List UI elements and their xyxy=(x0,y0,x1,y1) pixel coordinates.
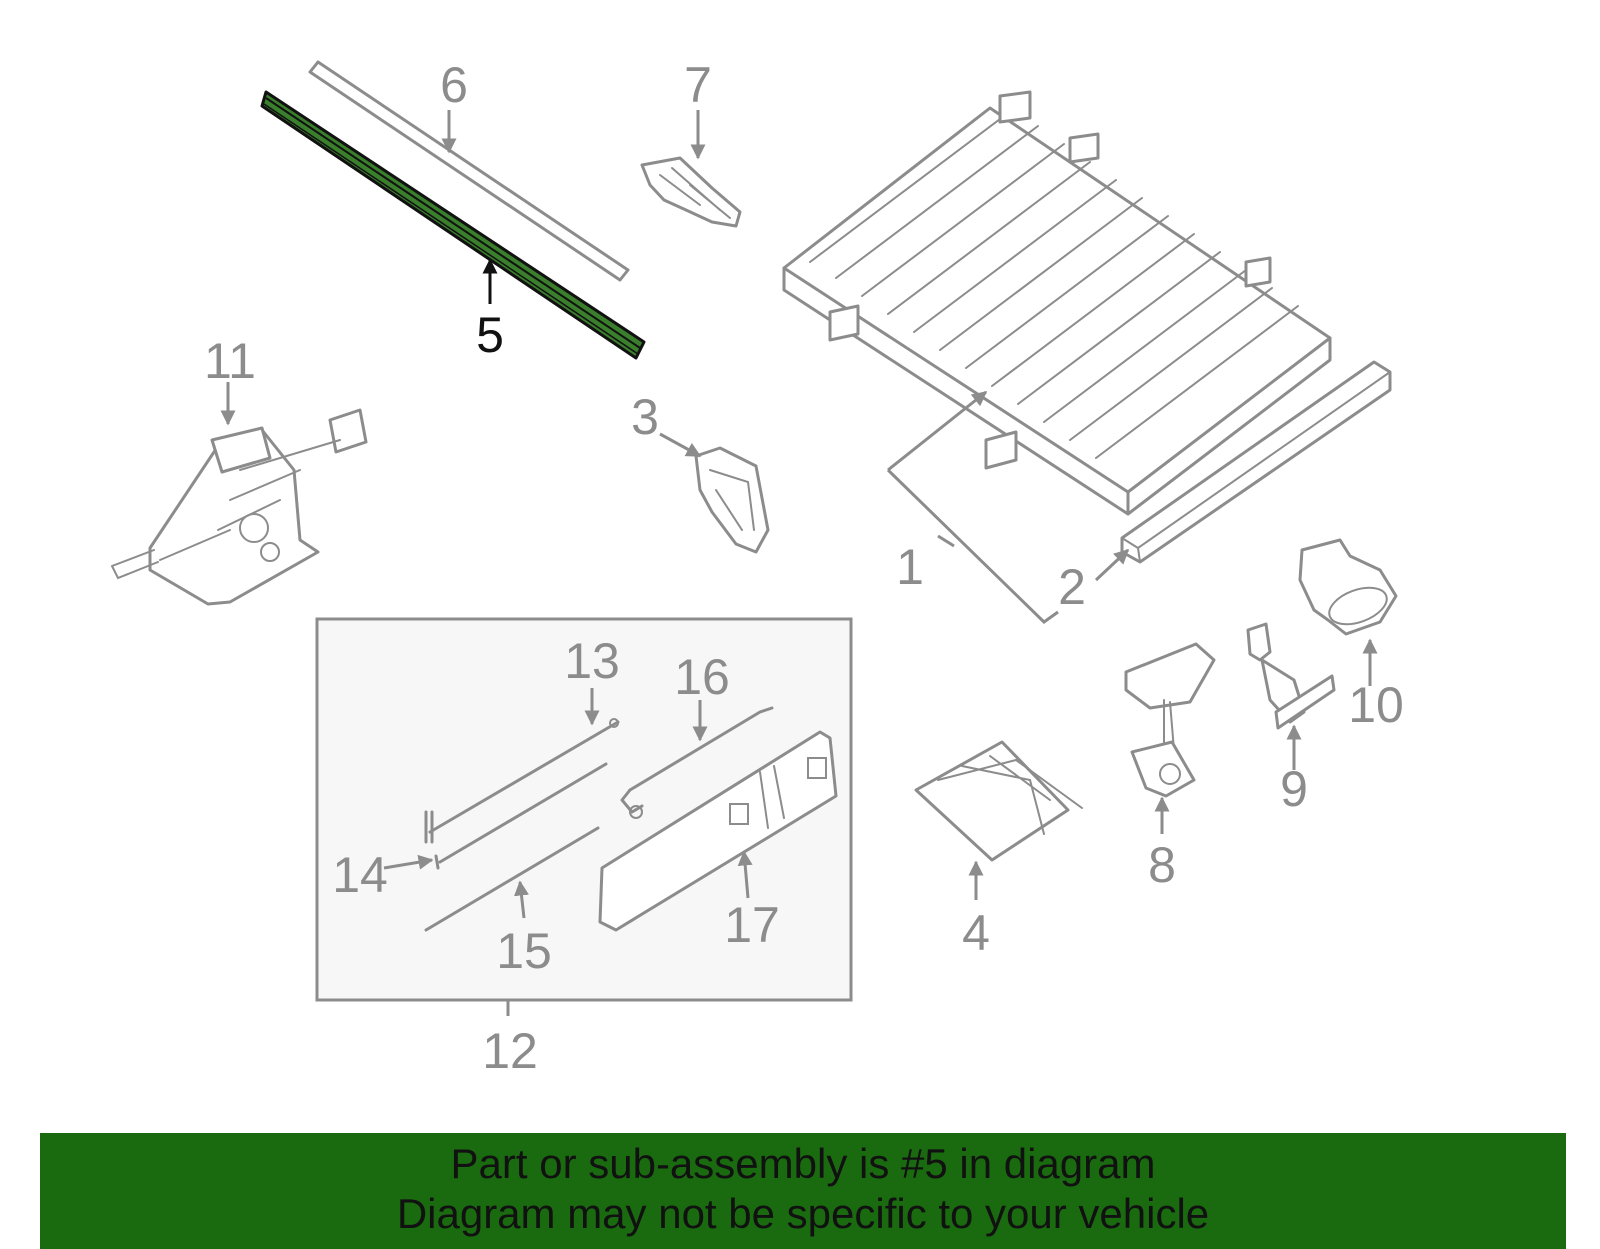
part-8-carrier[interactable] xyxy=(1124,642,1216,798)
part-9-spindle[interactable] xyxy=(1246,622,1336,730)
callout-11: 11 xyxy=(204,333,256,389)
part-7-bracket[interactable] xyxy=(640,156,742,228)
callout-13: 13 xyxy=(564,633,620,689)
part-5-highlighted-strip[interactable] xyxy=(260,90,646,360)
callout-17: 17 xyxy=(724,897,780,953)
callout-8: 8 xyxy=(1148,837,1176,893)
callout-9: 9 xyxy=(1280,761,1308,817)
leader-lines xyxy=(220,110,1378,1016)
part-10-mount[interactable] xyxy=(1298,538,1398,636)
part-11-jack[interactable] xyxy=(111,408,368,606)
callout-12: 12 xyxy=(482,1023,538,1079)
part-13-rod[interactable] xyxy=(424,718,620,844)
part-4-shield[interactable] xyxy=(914,740,1083,862)
part-6-strip[interactable] xyxy=(308,60,630,282)
callout-4: 4 xyxy=(962,905,990,961)
callout-7: 7 xyxy=(684,57,712,113)
callout-numbers: 1 2 3 4 5 6 7 8 9 10 11 12 13 14 15 16 1… xyxy=(204,57,1404,1079)
callout-14: 14 xyxy=(332,847,388,903)
part-17-tool-bag[interactable] xyxy=(598,730,838,932)
banner-disclaimer: Diagram may not be specific to your vehi… xyxy=(396,1190,1210,1237)
part-1-bed-floor[interactable] xyxy=(782,90,1332,516)
callout-1: 1 xyxy=(896,539,924,595)
callout-10: 10 xyxy=(1348,677,1404,733)
callout-2: 2 xyxy=(1058,559,1086,615)
callout-16: 16 xyxy=(674,649,730,705)
part-3-bracket[interactable] xyxy=(694,446,770,554)
callout-6: 6 xyxy=(440,57,468,113)
callout-3: 3 xyxy=(631,389,659,445)
part-15-rod[interactable] xyxy=(424,826,600,932)
info-banner: Part or sub-assembly is #5 in diagram Di… xyxy=(40,1133,1566,1249)
part-14-rod[interactable] xyxy=(434,762,608,870)
callout-5: 5 xyxy=(476,307,504,363)
banner-part-message: Part or sub-assembly is #5 in diagram xyxy=(450,1140,1156,1187)
part-16-wrench[interactable] xyxy=(620,706,774,819)
callout-15: 15 xyxy=(496,923,552,979)
